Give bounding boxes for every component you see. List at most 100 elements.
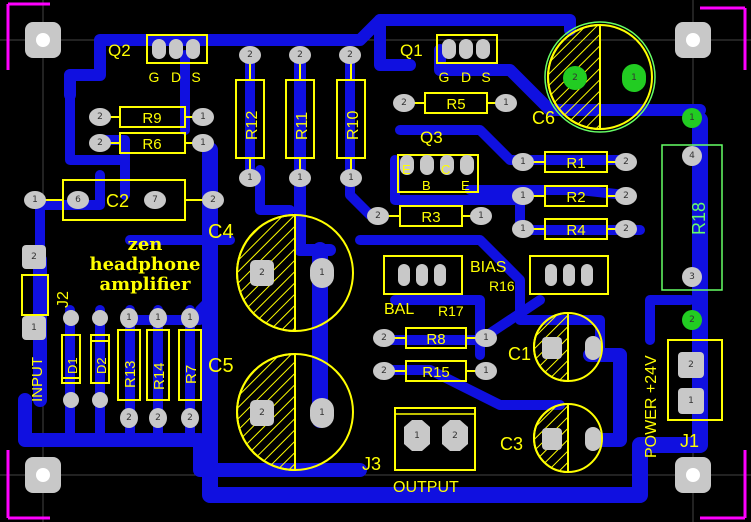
- c1-label: C1: [508, 344, 531, 364]
- q3-transistor: Q3 E C B E: [397, 128, 479, 193]
- mounting-holes: [25, 22, 711, 493]
- pad: 1: [192, 134, 214, 152]
- pad: 2: [339, 46, 361, 64]
- r16-trimmer: BIAS R16: [470, 255, 609, 295]
- svg-text:2: 2: [247, 50, 253, 60]
- pad: 1: [181, 308, 199, 328]
- svg-text:1: 1: [520, 157, 526, 167]
- r12-resistor: R12: [235, 62, 265, 170]
- r5-label: R5: [446, 96, 465, 113]
- svg-text:1: 1: [483, 333, 489, 343]
- svg-text:2: 2: [126, 413, 132, 423]
- svg-text:2: 2: [623, 191, 629, 201]
- svg-text:1: 1: [319, 408, 325, 418]
- c5-capacitor: C5: [208, 352, 354, 472]
- j3-connector: J3 OUTPUT: [362, 407, 476, 496]
- svg-text:1: 1: [483, 366, 489, 376]
- r7-resistor: R7: [178, 329, 202, 401]
- r3-label: R3: [421, 209, 440, 226]
- r18-trimmer: R18: [661, 108, 723, 330]
- pad: 1: [689, 113, 695, 123]
- pad: 1: [470, 207, 492, 225]
- svg-text:2: 2: [97, 112, 103, 122]
- pad: 1: [149, 308, 167, 328]
- pad: 2: [689, 315, 695, 325]
- r17-label: R17: [438, 303, 464, 319]
- q3-pin-c-top: C: [441, 162, 450, 177]
- c4-capacitor: C4: [208, 213, 354, 333]
- c3-capacitor: C3: [500, 402, 603, 474]
- pads: 2 2 2 1 1 1 2 1 2 1 1 6 7 2 2 1 1 2 1 2 …: [24, 46, 695, 441]
- svg-text:2: 2: [97, 138, 103, 148]
- svg-text:1: 1: [631, 73, 637, 83]
- q3-pin-e-top: E: [402, 162, 411, 177]
- r8-resistor: R8: [393, 327, 477, 349]
- c4-label: C4: [208, 221, 234, 243]
- r10-resistor: R10: [336, 62, 366, 170]
- svg-text:2: 2: [452, 431, 458, 441]
- pad: 2: [688, 360, 694, 370]
- power-label: POWER +24V: [643, 355, 660, 458]
- r10-label: R10: [345, 111, 362, 140]
- pad: 1: [24, 191, 46, 209]
- svg-text:1: 1: [319, 268, 325, 278]
- board-title-line-3: amplifier: [100, 274, 192, 295]
- j2-label: J2: [55, 291, 72, 308]
- q1-transistor: Q1 G D S: [400, 34, 498, 85]
- r6-label: R6: [142, 136, 161, 153]
- pad: 1: [340, 169, 362, 187]
- pad: 1: [239, 169, 261, 187]
- r3-resistor: R3: [388, 205, 472, 227]
- svg-text:1: 1: [414, 431, 420, 441]
- pad: 2: [181, 408, 199, 428]
- q1-pin-g: G: [439, 69, 450, 85]
- r4-label: R4: [566, 222, 585, 239]
- svg-text:1: 1: [187, 313, 193, 323]
- svg-text:1: 1: [520, 224, 526, 234]
- r17-trimmer: BAL R17: [383, 255, 464, 319]
- r8-label: R8: [426, 331, 445, 348]
- pad: 2: [373, 329, 395, 347]
- svg-text:2: 2: [623, 224, 629, 234]
- svg-text:1: 1: [478, 211, 484, 221]
- svg-text:2: 2: [375, 211, 381, 221]
- c6-capacitor: C6: [532, 21, 656, 133]
- r15-resistor: R15: [393, 360, 477, 382]
- d1-label: D1: [65, 357, 80, 374]
- pad: 2: [202, 191, 224, 209]
- pad: 2: [373, 362, 395, 380]
- r1-label: R1: [566, 155, 585, 172]
- q2-label: Q2: [108, 41, 131, 60]
- pad: 1: [414, 431, 420, 441]
- svg-text:1: 1: [31, 323, 37, 333]
- pad: 1: [289, 169, 311, 187]
- j1-connector: J1 POWER +24V: [643, 339, 723, 458]
- pad: 2: [89, 134, 111, 152]
- q3-label: Q3: [420, 128, 443, 147]
- svg-text:1: 1: [689, 113, 695, 123]
- q3-pin-e-bottom: E: [461, 178, 470, 193]
- r12-label: R12: [244, 111, 261, 140]
- pad: 2: [259, 268, 265, 278]
- pad: 2: [239, 46, 261, 64]
- r9-resistor: R9: [108, 106, 195, 128]
- pad: 2: [393, 94, 415, 112]
- r2-label: R2: [566, 189, 585, 206]
- r11-label: R11: [294, 112, 311, 140]
- svg-text:7: 7: [152, 195, 158, 205]
- svg-text:1: 1: [688, 396, 694, 406]
- r11-resistor: R11: [285, 62, 315, 170]
- svg-text:6: 6: [75, 195, 81, 205]
- r14-resistor: R14: [146, 329, 170, 401]
- r13-resistor: R13: [117, 329, 141, 401]
- r4-resistor: R4: [532, 218, 618, 240]
- r18-label: R18: [689, 202, 709, 235]
- q1-label: Q1: [400, 41, 423, 60]
- pad: 2: [259, 408, 265, 418]
- svg-text:3: 3: [689, 272, 695, 282]
- pad: [63, 392, 79, 408]
- pad: 2: [149, 408, 167, 428]
- pad: 1: [475, 329, 497, 347]
- svg-text:2: 2: [688, 360, 694, 370]
